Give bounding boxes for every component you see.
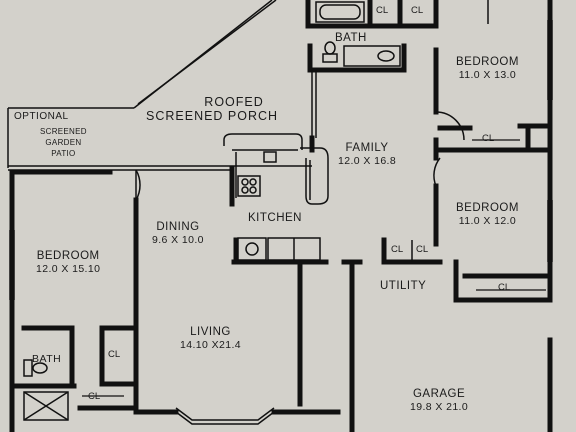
label-dining: DINING 9.6 X 10.0 [152,221,204,246]
label-porch: ROOFED SCREENED PORCH [146,96,278,122]
closet-label: CL [498,282,511,293]
room-name: BATH [335,32,367,44]
label-bath-top: BATH [335,32,367,45]
label-family: FAMILY 12.0 X 16.8 [338,142,397,167]
room-name: LIVING [190,326,231,338]
room-dimensions: 9.6 X 10.0 [152,233,204,246]
label-utility: UTILITY [380,280,427,293]
closet-label: CL [108,349,121,360]
room-dimensions: 11.0 X 12.0 [458,214,517,227]
room-name: FAMILY [345,142,389,154]
closet-label: CL [376,5,389,16]
label-patio: SCREENED GARDEN PATIO [40,128,87,158]
room-name: GARAGE [412,388,466,400]
label-living: LIVING 14.10 X21.4 [180,326,242,351]
thin-lines [7,0,553,425]
patio-line1: SCREENED [40,127,87,136]
porch-line1: ROOFED [204,95,264,109]
room-name: DINING [156,221,200,233]
label-kitchen: KITCHEN [248,212,302,225]
closet-label: CL [391,244,404,255]
room-name: BATH [32,353,62,365]
optional-title: OPTIONAL [14,111,69,122]
room-dimensions: 19.8 X 21.0 [410,400,469,413]
room-name: BEDROOM [456,202,519,214]
label-bedroom-top-right: BEDROOM 11.0 X 13.0 [456,56,519,81]
room-name: KITCHEN [248,212,302,224]
room-dimensions: 11.0 X 13.0 [458,68,517,81]
label-garage: GARAGE 19.8 X 21.0 [410,388,469,413]
room-dimensions: 12.0 X 16.8 [338,154,397,167]
label-bedroom-mid-right: BEDROOM 11.0 X 12.0 [456,202,519,227]
closet-label: CL [411,5,424,16]
closet-rods [82,139,546,397]
room-name: BEDROOM [36,250,100,262]
bath-fixtures [23,1,401,421]
patio-line3: PATIO [51,149,76,158]
porch-line2: SCREENED PORCH [146,108,279,123]
closet-label: CL [88,391,101,402]
patio-line2: GARDEN [45,138,82,147]
room-name: UTILITY [380,280,427,292]
label-bedroom-left: BEDROOM 12.0 X 15.10 [36,250,101,275]
closet-label: CL [416,244,429,255]
room-dimensions: 14.10 X21.4 [180,338,242,351]
room-dimensions: 12.0 X 15.10 [36,262,101,275]
closet-label: CL [482,133,495,144]
label-bath-left: BATH [32,354,61,365]
label-optional: OPTIONAL [14,112,69,122]
room-name: BEDROOM [456,56,519,68]
walls [9,0,553,432]
kitchen-counters [223,133,329,261]
